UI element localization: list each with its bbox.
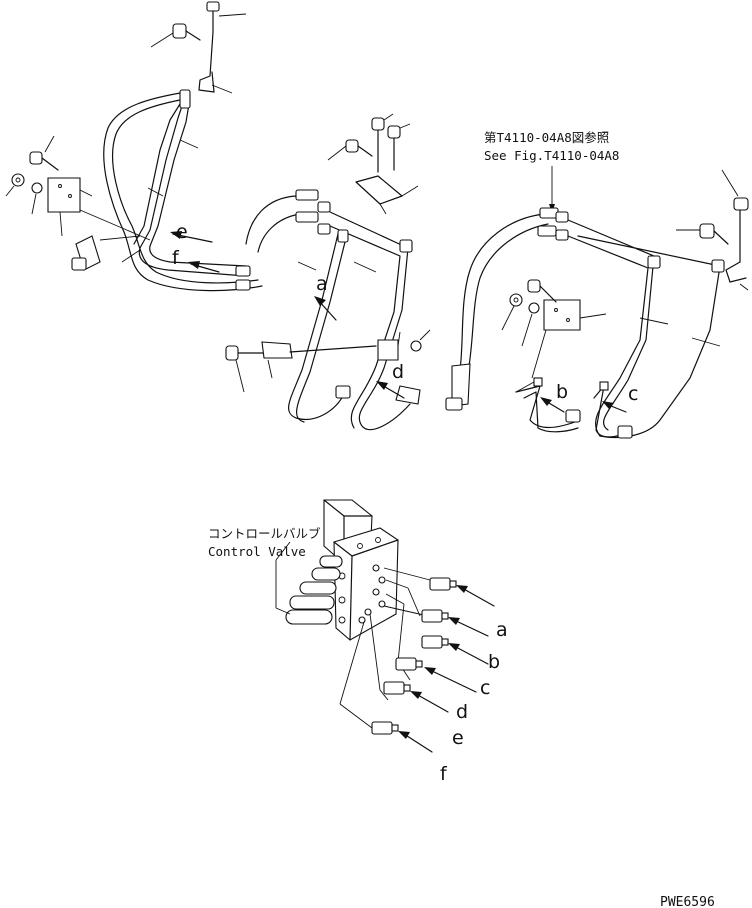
- control-valve-label-jp: コントロールバルブ: [208, 526, 321, 541]
- label-f-lower: f: [440, 763, 448, 785]
- reference-jp: 第T4110-04A8図参照: [484, 130, 609, 145]
- port-connector: [421, 609, 449, 623]
- port-connector: [383, 681, 411, 695]
- control-valve: [275, 499, 495, 753]
- drawing-number: PWE6596: [660, 895, 715, 908]
- label-d-upper: d: [392, 361, 404, 383]
- label-c-upper: c: [628, 383, 638, 405]
- label-c-lower: c: [480, 677, 490, 699]
- left-hose-assembly: [5, 1, 263, 292]
- valve-spools: [285, 555, 343, 625]
- port-connector: [395, 657, 423, 671]
- label-e-lower: e: [452, 727, 464, 749]
- label-a-upper: a: [316, 273, 328, 295]
- reference-en: See Fig.T4110-04A8: [484, 148, 619, 163]
- bolt: [206, 1, 247, 33]
- port-connector: [421, 635, 449, 649]
- label-e-upper: e: [176, 221, 188, 243]
- label-b-upper: b: [556, 381, 568, 403]
- control-valve-label-en: Control Valve: [208, 544, 306, 559]
- label-b-lower: b: [488, 651, 500, 673]
- right-pipe-assembly: [445, 166, 749, 439]
- label-f-upper: f: [172, 247, 180, 269]
- port-connector: [371, 721, 399, 735]
- middle-pipe-assembly: [225, 113, 431, 431]
- label-a-lower: a: [496, 619, 508, 641]
- bolt: [150, 23, 201, 48]
- port-connector: [429, 577, 457, 591]
- label-d-lower: d: [456, 701, 468, 723]
